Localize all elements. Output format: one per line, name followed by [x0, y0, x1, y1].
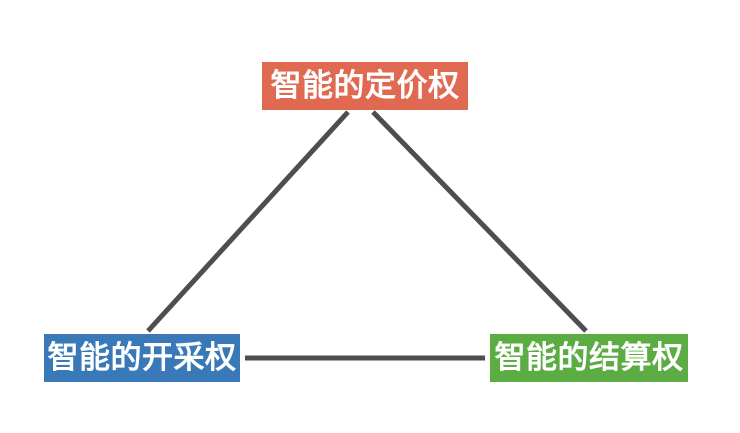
node-mining[interactable]: 智能的开采权: [44, 334, 240, 382]
connector-pricing-to-mining: [146, 110, 350, 333]
node-mining-label: 智能的开采权: [47, 339, 237, 376]
connector-pricing-to-settlement: [371, 110, 588, 333]
node-settlement[interactable]: 智能的结算权: [490, 334, 688, 382]
node-settlement-label: 智能的结算权: [494, 339, 684, 376]
node-pricing[interactable]: 智能的定价权: [262, 62, 468, 110]
node-pricing-label: 智能的定价权: [270, 67, 460, 104]
